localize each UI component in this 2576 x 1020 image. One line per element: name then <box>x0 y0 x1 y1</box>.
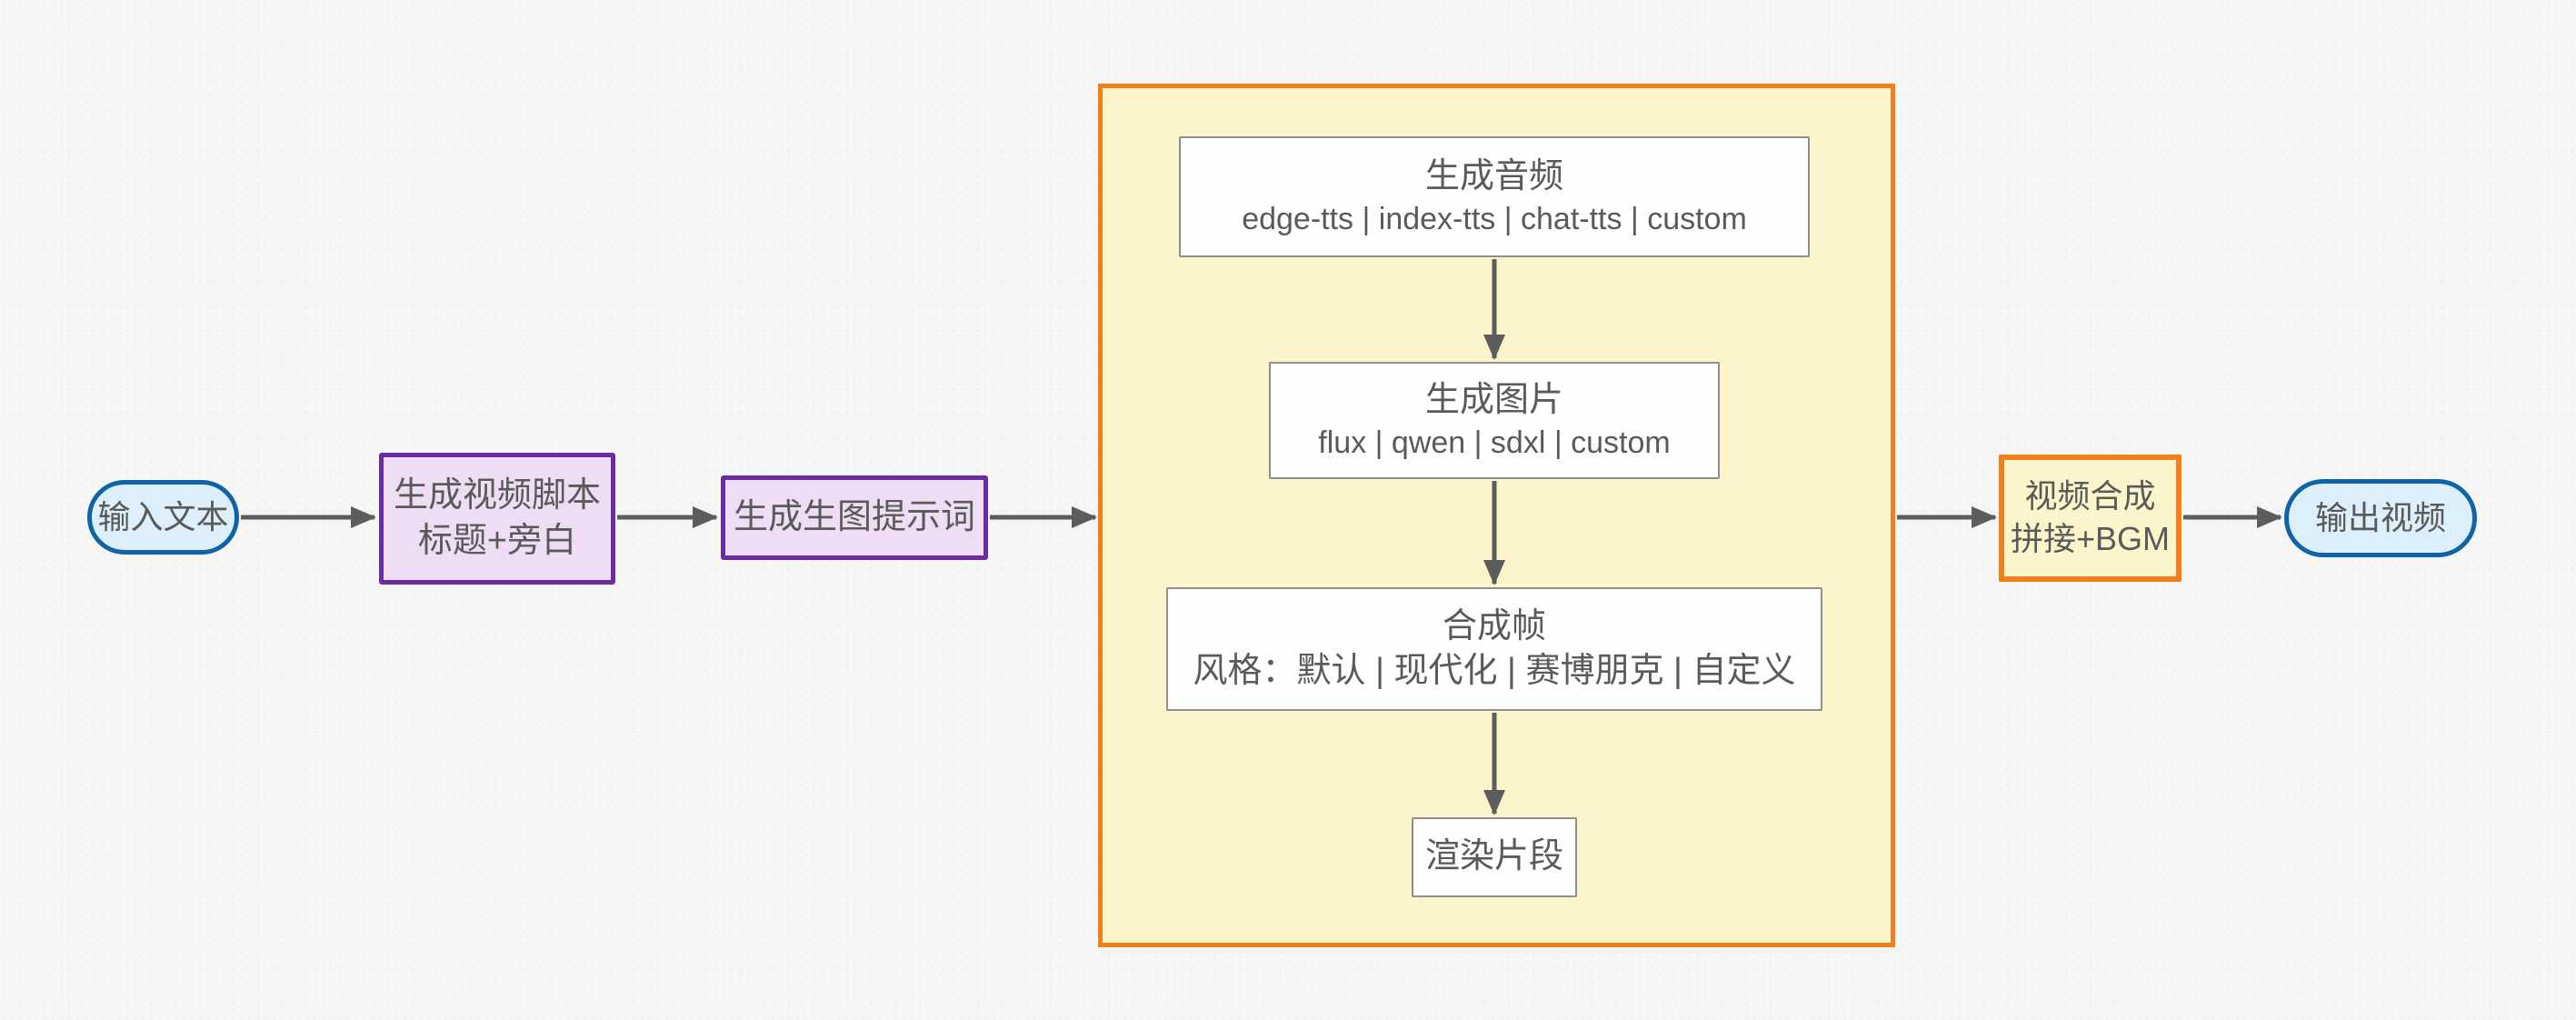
node-render-clip: 渲染片段 <box>1412 817 1577 897</box>
node-render-clip-label: 渲染片段 <box>1424 837 1563 876</box>
node-compose-frame: 合成帧 风格：默认 | 现代化 | 赛博朋克 | 自定义 <box>1166 587 1822 711</box>
node-video-compose-sublabel: 拼接+BGM <box>2010 520 2171 557</box>
node-generate-image: 生成图片 flux | qwen | sdxl | custom <box>1269 362 1720 479</box>
node-generate-prompt: 生成生图提示词 <box>721 475 988 560</box>
node-generate-audio-label: 生成音频 <box>1424 156 1563 195</box>
node-output-video: 输出视频 <box>2284 479 2477 557</box>
node-compose-frame-label: 合成帧 <box>1442 606 1546 645</box>
node-generate-prompt-label: 生成生图提示词 <box>733 497 975 536</box>
node-output-video-label: 输出视频 <box>2314 498 2446 536</box>
node-generate-image-sublabel: flux | qwen | sdxl | custom <box>1318 425 1671 461</box>
node-input-text-label: 输入文本 <box>97 497 229 535</box>
node-generate-script-label: 生成视频脚本 <box>393 476 601 515</box>
node-input-text: 输入文本 <box>87 480 239 555</box>
node-generate-script: 生成视频脚本 标题+旁白 <box>379 453 615 585</box>
node-video-compose: 视频合成 拼接+BGM <box>1999 455 2182 582</box>
node-generate-image-label: 生成图片 <box>1424 380 1563 419</box>
node-video-compose-label: 视频合成 <box>2024 477 2156 515</box>
node-generate-script-sublabel: 标题+旁白 <box>417 521 577 560</box>
node-generate-audio: 生成音频 edge-tts | index-tts | chat-tts | c… <box>1179 136 1810 257</box>
node-compose-frame-sublabel: 风格：默认 | 现代化 | 赛博朋克 | 自定义 <box>1193 652 1796 690</box>
node-generate-audio-sublabel: edge-tts | index-tts | chat-tts | custom <box>1242 202 1747 237</box>
